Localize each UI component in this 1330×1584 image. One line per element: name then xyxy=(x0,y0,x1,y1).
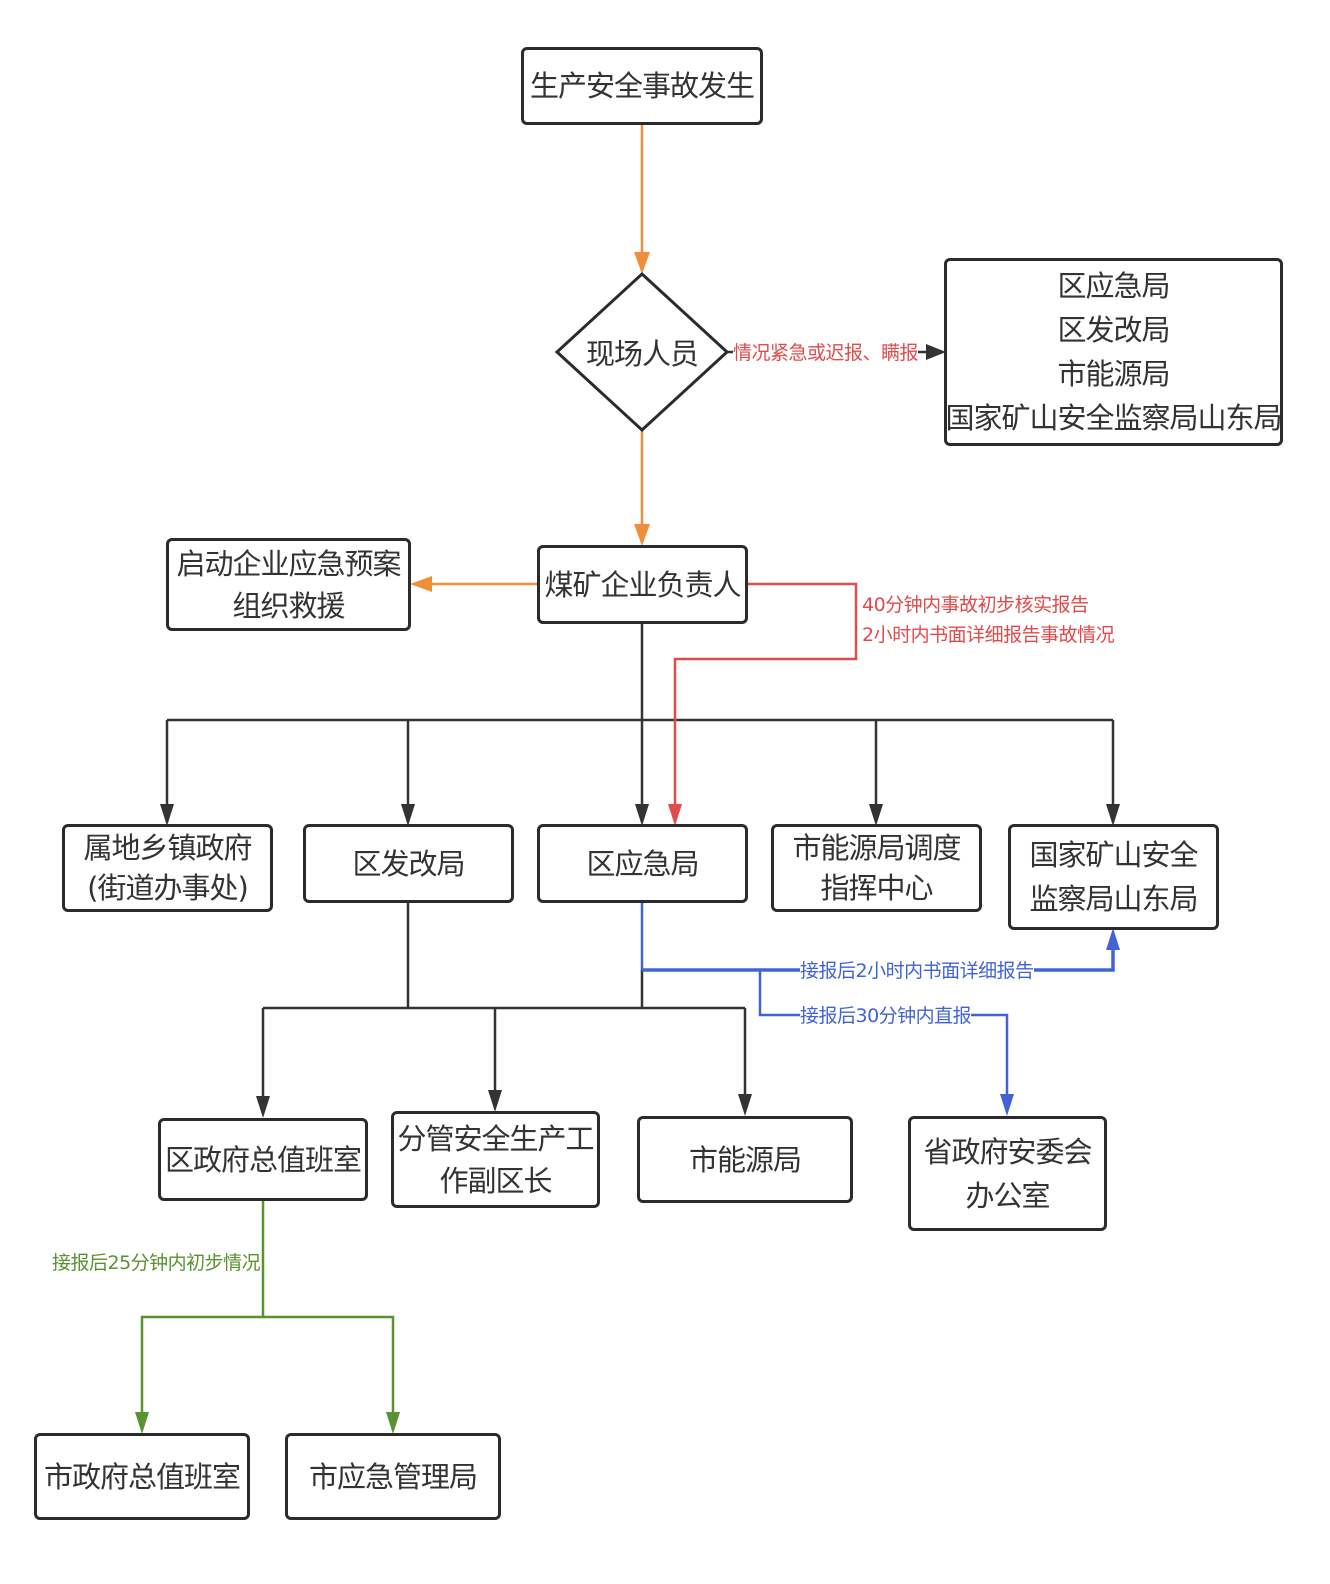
node-text: 生产安全事故发生 xyxy=(529,69,755,103)
node-city-emergency-bureau[interactable]: 市应急管理局 xyxy=(285,1433,501,1520)
node-start-emergency-plan[interactable]: 启动企业应急预案 组织救援 xyxy=(166,538,411,631)
edge-label-urgent: 情况紧急或迟报、瞒报 xyxy=(733,340,919,366)
arrowhead-icon xyxy=(738,1094,752,1116)
edge-written-2h-blue xyxy=(642,948,1115,972)
arrowhead-icon xyxy=(160,804,174,826)
edge-label-mine-report-2h: 2小时内书面详细报告事故情况 xyxy=(862,624,1115,646)
arrowhead-icon xyxy=(401,804,415,826)
edge-mine-head-report-red xyxy=(673,582,858,808)
arrowhead-icon xyxy=(926,344,946,360)
node-text: 区政府总值班室 xyxy=(164,1142,362,1177)
node-mine-safety-shandong[interactable]: 国家矿山安全 监察局山东局 xyxy=(1008,824,1219,930)
node-deputy-district-head[interactable]: 分管安全生产工 作副区长 xyxy=(391,1111,600,1208)
node-text: 区发改局 xyxy=(1057,313,1170,347)
arrowhead-icon xyxy=(869,804,883,826)
node-province-safety-office[interactable]: 省政府安委会 办公室 xyxy=(908,1116,1107,1231)
arrowhead-icon xyxy=(634,252,650,274)
arrowhead-icon xyxy=(1106,804,1120,826)
arrowhead-icon xyxy=(668,804,682,826)
decision-diamond-onsite[interactable] xyxy=(554,271,730,433)
arrowhead-icon xyxy=(386,1412,400,1434)
node-city-duty-office[interactable]: 市政府总值班室 xyxy=(34,1433,250,1520)
node-text: 市能源局调度 xyxy=(792,831,961,865)
node-district-emergency[interactable]: 区应急局 xyxy=(537,824,748,903)
node-district-duty-office[interactable]: 区政府总值班室 xyxy=(158,1118,368,1201)
node-township-government[interactable]: 属地乡镇政府 (街道办事处) xyxy=(62,824,273,912)
edge-label-direct-30min: 接报后30分钟内直报 xyxy=(800,1003,972,1029)
node-text: 国家矿山安全 xyxy=(1029,838,1198,872)
node-text: 煤矿企业负责人 xyxy=(544,567,741,602)
node-text: 指挥中心 xyxy=(820,871,933,905)
edge-label-mine-report-40min: 40分钟内事故初步核实报告 xyxy=(862,594,1089,616)
edge-label-written-2h: 接报后2小时内书面详细报告 xyxy=(800,958,1034,984)
arrowhead-icon xyxy=(256,1096,270,1118)
arrowhead-icon xyxy=(410,576,432,592)
node-direct-report-agencies[interactable]: 区应急局 区发改局 市能源局 国家矿山安全监察局山东局 xyxy=(944,258,1283,446)
node-city-energy-bureau[interactable]: 市能源局 xyxy=(637,1116,853,1203)
node-text: 办公室 xyxy=(965,1178,1050,1213)
node-text: 属地乡镇政府 xyxy=(83,831,252,865)
node-text: 区发改局 xyxy=(352,846,465,881)
node-text: 区应急局 xyxy=(1057,269,1170,303)
node-text: (街道办事处) xyxy=(87,871,249,905)
arrowhead-icon xyxy=(634,524,650,546)
node-text: 区应急局 xyxy=(586,846,699,881)
node-text: 市能源局 xyxy=(1057,357,1170,391)
onsite-personnel-label: 现场人员 xyxy=(585,337,699,371)
node-text: 作副区长 xyxy=(439,1163,552,1198)
arrowhead-icon xyxy=(135,1412,149,1434)
node-text: 市政府总值班室 xyxy=(43,1459,241,1494)
bus-line-green xyxy=(140,1315,395,1414)
node-district-drc[interactable]: 区发改局 xyxy=(303,824,514,903)
edge-direct-30min-blue xyxy=(758,970,1009,1098)
node-text: 省政府安委会 xyxy=(923,1134,1092,1169)
arrowhead-icon xyxy=(1106,928,1120,950)
node-text: 市能源局 xyxy=(688,1142,802,1177)
edge-label-initial-25min: 接报后25分钟内初步情况 xyxy=(52,1252,261,1274)
arrowhead-icon xyxy=(635,804,649,826)
node-text: 监察局山东局 xyxy=(1029,882,1198,916)
node-accident-occurs[interactable]: 生产安全事故发生 xyxy=(521,47,763,125)
node-mine-enterprise-head[interactable]: 煤矿企业负责人 xyxy=(537,545,748,624)
node-text: 市应急管理局 xyxy=(308,1459,478,1494)
arrowhead-icon xyxy=(1000,1094,1014,1116)
node-text: 启动企业应急预案 xyxy=(176,546,401,581)
node-text: 组织救援 xyxy=(232,588,345,623)
arrowhead-icon xyxy=(488,1090,502,1112)
node-text: 分管安全生产工 xyxy=(397,1121,594,1156)
node-energy-dispatch-center[interactable]: 市能源局调度 指挥中心 xyxy=(771,824,982,912)
node-text: 国家矿山安全监察局山东局 xyxy=(945,401,1283,435)
